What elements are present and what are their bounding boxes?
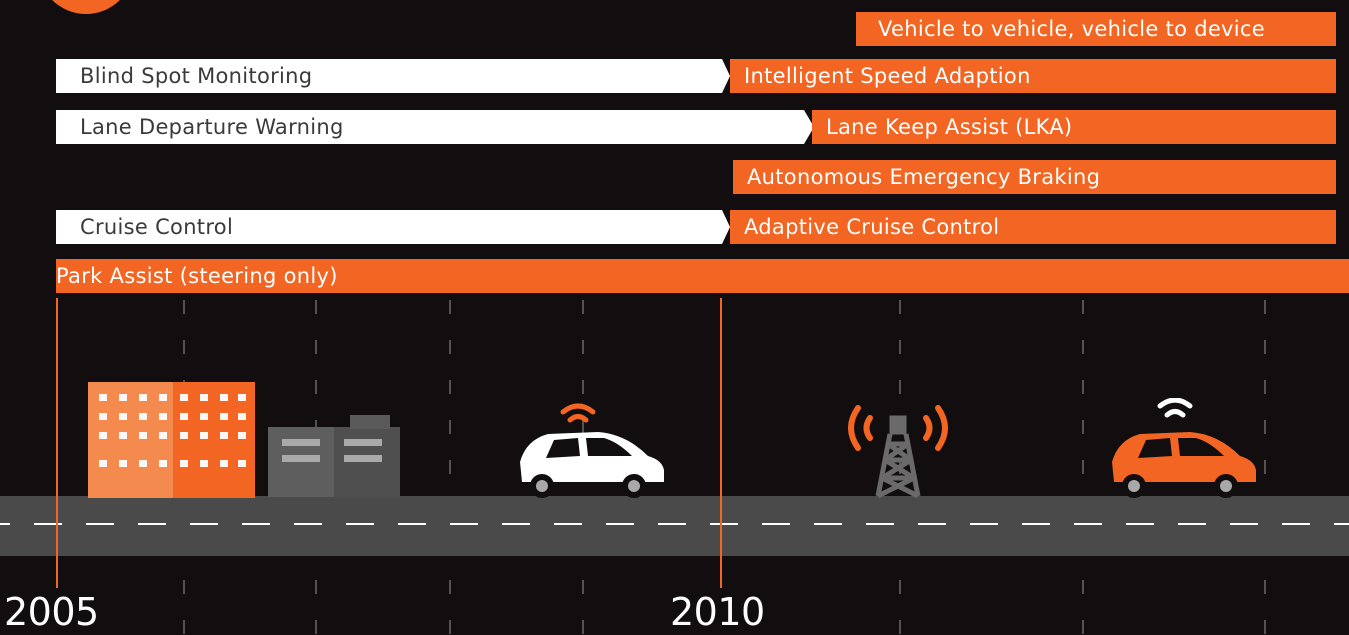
grey-building-icon	[268, 415, 400, 497]
road	[0, 496, 1349, 556]
connected-white-car-icon	[520, 403, 664, 498]
bar-autonomous-emergency-braking: Autonomous Emergency Braking	[733, 160, 1336, 194]
cell-tower-icon	[848, 405, 948, 498]
year-marker-line-2005	[56, 298, 58, 588]
bar-arrow-tip	[798, 110, 814, 144]
connected-orange-car-icon	[1112, 398, 1256, 498]
bar-cruise-control: Cruise Control	[56, 210, 720, 244]
bar-park-assist: Park Assist (steering only)	[56, 259, 1349, 293]
bar-lane-keep-assist: Lane Keep Assist (LKA)	[812, 110, 1336, 144]
bar-adaptive-cruise-control: Adaptive Cruise Control	[730, 210, 1336, 244]
bar-arrow-tip	[716, 59, 730, 93]
office-building-icon	[88, 382, 255, 498]
bar-arrow-tip	[716, 210, 730, 244]
year-marker-line-2010	[720, 298, 722, 588]
bar-intelligent-speed-adaption: Intelligent Speed Adaption	[730, 59, 1336, 93]
bar-vehicle-to-vehicle: Vehicle to vehicle, vehicle to device	[856, 12, 1336, 46]
year-label-2005: 2005	[4, 590, 99, 634]
year-label-2010: 2010	[670, 590, 765, 634]
bar-lane-departure-warning: Lane Departure Warning	[56, 110, 802, 144]
road-lane-markings	[0, 523, 1349, 525]
bar-blind-spot-monitoring: Blind Spot Monitoring	[56, 59, 720, 93]
